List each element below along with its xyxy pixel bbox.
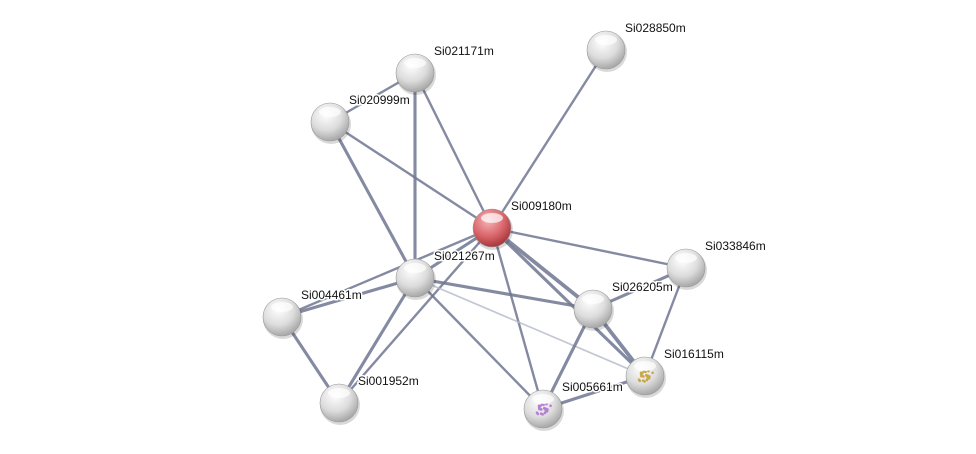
node-label: Si021267m bbox=[434, 249, 495, 263]
node-highlight bbox=[404, 263, 426, 273]
node-Si001952m[interactable]: Si001952m bbox=[319, 373, 420, 425]
edge-Si021267m-Si026205m[interactable] bbox=[414, 276, 594, 311]
edge-Si009180m-Si028850m[interactable] bbox=[490, 49, 608, 229]
protein-structure-dot bbox=[648, 375, 651, 378]
node-Si020999m[interactable]: Si020999m bbox=[310, 92, 411, 144]
edge-Si021267m-Si016115m[interactable] bbox=[414, 277, 646, 377]
protein-structure-dot bbox=[647, 377, 651, 380]
node-Si004461m[interactable]: Si004461m bbox=[262, 287, 363, 339]
edge-Si009180m-Si005661m[interactable] bbox=[490, 227, 545, 410]
protein-structure-dot bbox=[549, 404, 552, 408]
edge-Si021267m-Si004461m[interactable] bbox=[281, 276, 416, 319]
edge-Si020999m-Si021267m[interactable] bbox=[328, 121, 417, 279]
node-label: Si028850m bbox=[625, 21, 686, 35]
edge-Si009180m-Si021171m[interactable] bbox=[413, 72, 494, 229]
node-highlight bbox=[582, 294, 604, 304]
node-highlight bbox=[595, 35, 617, 45]
node-label: Si033846m bbox=[705, 239, 766, 253]
node-Si009180m[interactable]: Si009180m bbox=[472, 198, 573, 250]
edge-Si009180m-Si016115m[interactable] bbox=[490, 226, 647, 378]
node-highlight bbox=[404, 58, 426, 68]
node-Si021267m[interactable]: Si021267m bbox=[395, 248, 496, 300]
protein-structure-dot bbox=[644, 373, 648, 377]
node-highlight bbox=[319, 107, 341, 117]
edge-Si009180m-Si020999m[interactable] bbox=[329, 120, 493, 230]
node-Si021171m[interactable]: Si021171m bbox=[395, 43, 495, 95]
protein-structure-dot bbox=[645, 378, 649, 382]
protein-structure-dot bbox=[540, 408, 543, 411]
protein-structure-dot bbox=[538, 407, 541, 411]
node-Si028850m[interactable]: Si028850m bbox=[586, 20, 687, 72]
node-label: Si020999m bbox=[349, 93, 410, 107]
node-highlight bbox=[634, 361, 656, 371]
edge-Si009180m-Si033846m[interactable] bbox=[491, 226, 687, 270]
edge-Si009180m-Si001952m[interactable] bbox=[338, 227, 493, 404]
protein-structure-dot bbox=[638, 379, 642, 383]
node-Si005661m[interactable]: Si005661m bbox=[523, 379, 624, 431]
protein-structure-dot bbox=[537, 404, 541, 408]
protein-structure-dot bbox=[542, 406, 546, 410]
node-highlight bbox=[271, 302, 293, 312]
node-label: Si001952m bbox=[358, 374, 419, 388]
node-Si033846m[interactable]: Si033846m bbox=[666, 238, 767, 290]
node-highlight bbox=[481, 213, 503, 223]
protein-structure-dot bbox=[545, 410, 549, 413]
node-label: Si005661m bbox=[562, 380, 623, 394]
protein-structure-dot bbox=[642, 375, 645, 378]
protein-structure-dot bbox=[639, 371, 643, 375]
protein-structure-dot bbox=[640, 374, 643, 378]
edge-Si021267m-Si001952m[interactable] bbox=[337, 277, 417, 404]
node-highlight bbox=[675, 253, 697, 263]
node-label: Si021171m bbox=[434, 44, 494, 58]
protein-structure-dot bbox=[543, 411, 547, 415]
edge-Si021267m-Si005661m[interactable] bbox=[414, 277, 544, 410]
node-Si026205m[interactable]: Si026205m bbox=[573, 279, 674, 331]
protein-structure-dot bbox=[643, 380, 646, 383]
protein-structure-dot bbox=[546, 408, 549, 411]
protein-structure-dot bbox=[536, 412, 540, 416]
protein-structure-dot bbox=[651, 371, 654, 375]
node-label: Si016115m bbox=[664, 347, 724, 361]
node-highlight bbox=[532, 394, 554, 404]
node-Si016115m[interactable]: Si016115m bbox=[625, 346, 725, 398]
node-label: Si009180m bbox=[511, 199, 572, 213]
protein-structure-dot bbox=[541, 413, 544, 416]
edge-Si009180m-Si004461m[interactable] bbox=[281, 226, 493, 319]
node-label: Si004461m bbox=[301, 288, 362, 302]
node-highlight bbox=[328, 388, 350, 398]
node-label: Si026205m bbox=[612, 280, 673, 294]
edge-Si009180m-Si026205m[interactable] bbox=[490, 226, 595, 311]
